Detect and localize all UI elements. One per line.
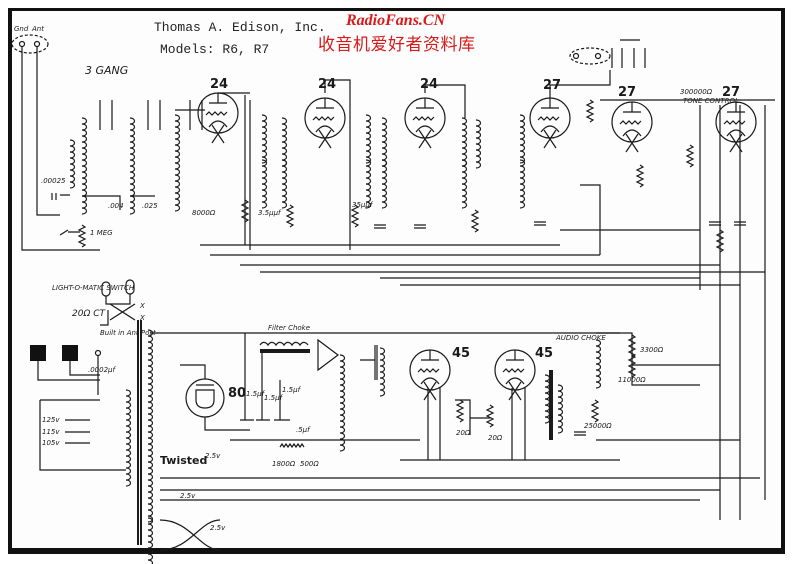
cap-025-label: .025 bbox=[142, 202, 158, 210]
cap-0002-label: .0002μf bbox=[88, 366, 116, 374]
tube-v9 bbox=[180, 364, 250, 431]
tube-v8-label: 45 bbox=[535, 346, 553, 361]
tube-v7-label: 45 bbox=[452, 346, 470, 361]
res-20ct-label: 20Ω CT bbox=[72, 309, 106, 319]
tube-v1-label: 24 bbox=[210, 77, 228, 92]
twisted-label: Twisted bbox=[160, 454, 207, 467]
tube-v8 bbox=[494, 349, 536, 401]
antenna-terminals bbox=[11, 34, 100, 251]
models-title: Models: R6, R7 bbox=[160, 42, 270, 57]
manufacturer-title: Thomas A. Edison, Inc. bbox=[154, 20, 326, 35]
cap-3-5-label: 3.5μμf bbox=[258, 209, 282, 217]
output-section bbox=[400, 332, 740, 461]
tap-105-label: 105v bbox=[42, 439, 60, 447]
res-1800-label: 1800Ω bbox=[272, 460, 296, 468]
filter-section bbox=[230, 333, 420, 452]
cap-5-label: .5μf bbox=[296, 426, 311, 434]
tube-v6-label: 27 bbox=[722, 85, 740, 100]
x1-label: X bbox=[139, 302, 145, 310]
res-20b-label: 20Ω bbox=[488, 434, 503, 442]
lightomatic-switch bbox=[100, 279, 136, 326]
audio-choke-label: AUDIO CHOKE bbox=[555, 334, 606, 342]
res-500-label: 500Ω bbox=[300, 460, 319, 468]
lightomatic-label: LIGHT-O-MATIC SWITCH bbox=[52, 284, 135, 292]
filter-choke-label: Filter Choke bbox=[268, 324, 310, 332]
tap-125-label: 125v bbox=[42, 416, 60, 424]
tube-v3 bbox=[404, 97, 446, 149]
built-in-antenna bbox=[30, 345, 102, 395]
tube-v9-label: 80 bbox=[228, 386, 246, 401]
tube-v7 bbox=[409, 349, 451, 401]
gnd-label: Gnd bbox=[14, 25, 29, 33]
tube-v6 bbox=[715, 101, 757, 153]
res-1meg-label: 1 MEG bbox=[90, 229, 113, 237]
tube-v2 bbox=[304, 97, 346, 149]
v25c-label: 2.5v bbox=[210, 524, 226, 532]
cap-15a-label: 1.5μf bbox=[246, 390, 266, 398]
res-300000-label: 300000Ω bbox=[680, 88, 713, 96]
power-transformer bbox=[39, 320, 760, 564]
tube-v5 bbox=[611, 101, 653, 153]
watermark-subtitle: 收音机爱好者资料库 bbox=[318, 35, 476, 55]
x2-label: X bbox=[139, 314, 145, 322]
cap-15b-label: 1.5μf bbox=[264, 394, 284, 402]
tone-control-label: TONE CONTROL bbox=[683, 97, 739, 105]
v25b-label: 2.5v bbox=[180, 492, 196, 500]
tube-v1 bbox=[197, 92, 239, 144]
if-stages bbox=[218, 70, 694, 250]
rf-input-coils bbox=[51, 100, 205, 248]
cap-35-label: 35μμf bbox=[352, 201, 374, 209]
bus-wiring bbox=[200, 99, 775, 520]
v25a-label: 2.5v bbox=[205, 452, 221, 460]
three-gang-label: 3 GANG bbox=[85, 64, 128, 77]
watermark-site: RadioFans.CN bbox=[346, 12, 446, 29]
res-20a-label: 20Ω bbox=[456, 429, 471, 437]
res-8000-label: 8000Ω bbox=[192, 209, 216, 217]
ant-label: Ant bbox=[31, 25, 44, 33]
res-25000-label: 25000Ω bbox=[584, 422, 612, 430]
phono-jack bbox=[569, 39, 646, 68]
tube-v2-label: 24 bbox=[318, 77, 336, 92]
cap-15c-label: 1.5μf bbox=[282, 386, 302, 394]
antenna-cap-label: .00025 bbox=[41, 177, 66, 185]
res-11000-label: 11000Ω bbox=[618, 376, 646, 384]
tube-v4 bbox=[529, 97, 571, 149]
tube-v5-label: 27 bbox=[618, 85, 636, 100]
res-3300-label: 3300Ω bbox=[640, 346, 664, 354]
tap-115-label: 115v bbox=[42, 428, 60, 436]
built-in-ant-label: Built in Ant Post bbox=[100, 329, 156, 337]
cap-004-label: .004 bbox=[108, 202, 124, 210]
